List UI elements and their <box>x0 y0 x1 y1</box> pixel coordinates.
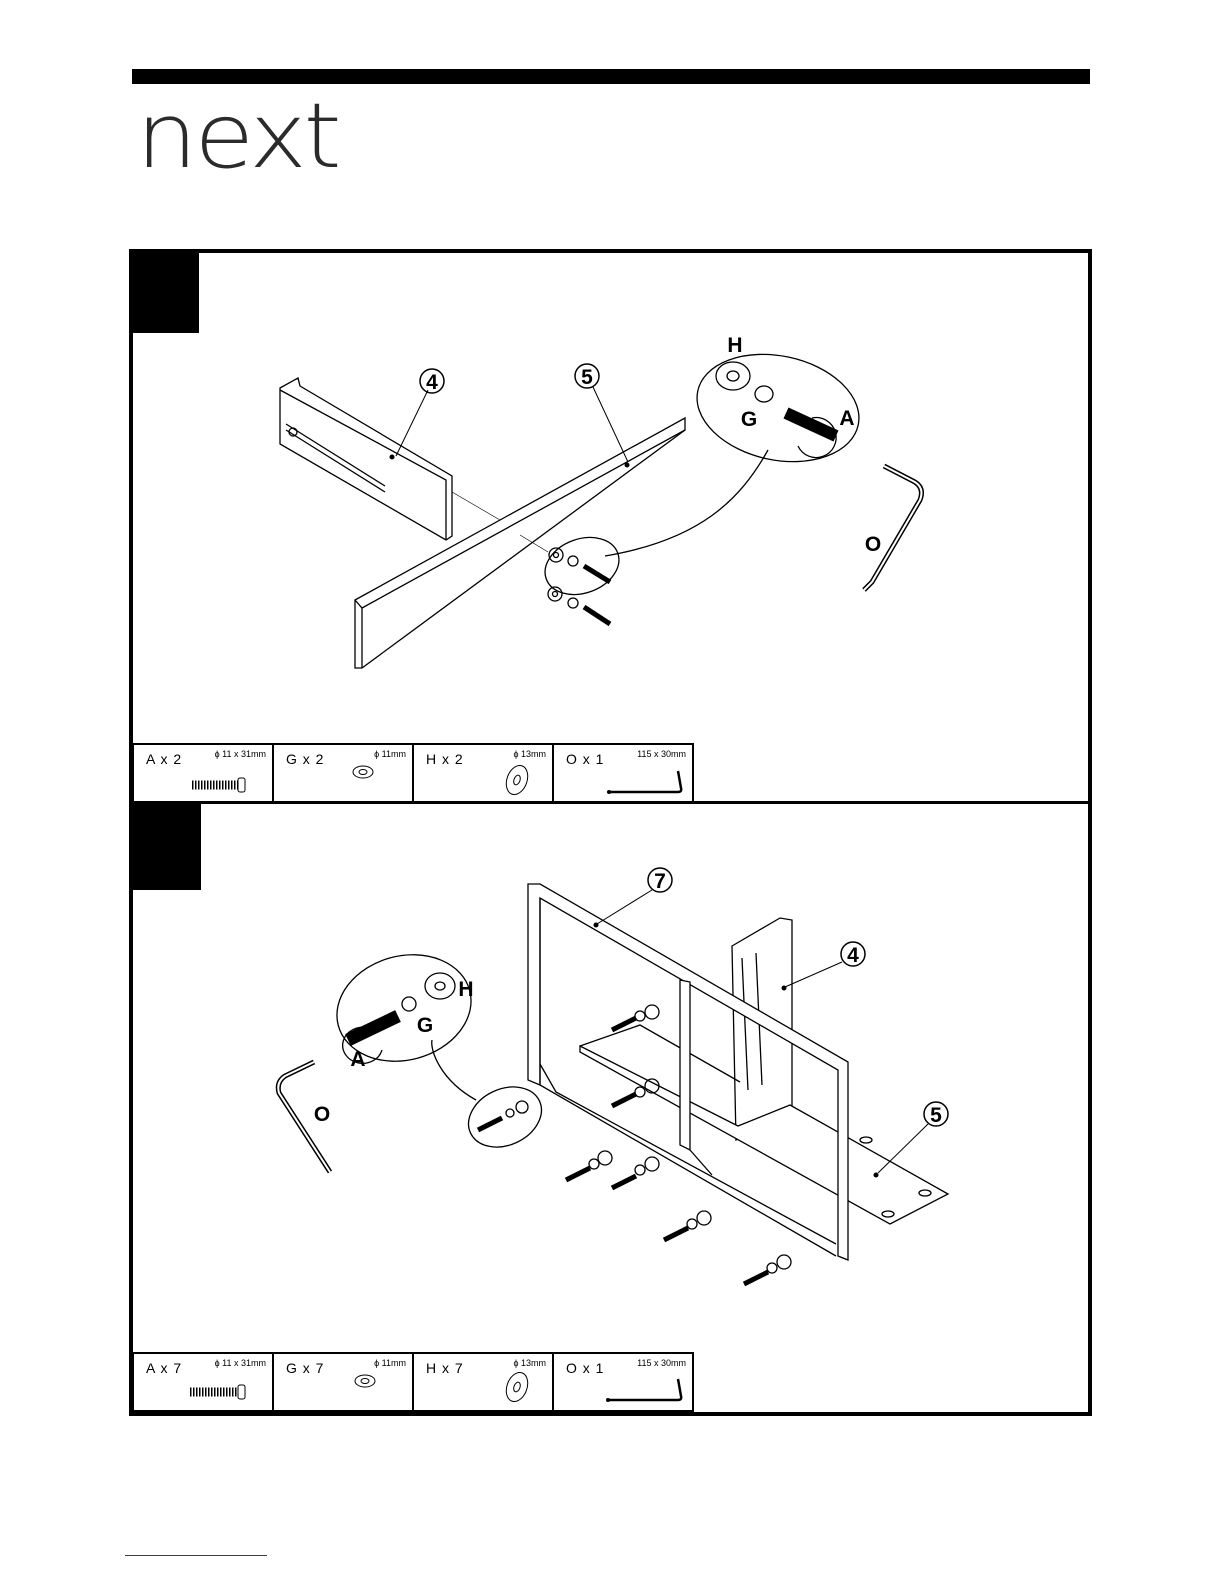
part-cell-a: A x 7 ϕ 11 x 31mm <box>134 1354 274 1410</box>
header-rule <box>132 69 1090 84</box>
callout-part-5: 5 <box>930 1104 942 1127</box>
part-cell-h: H x 7 ϕ 13mm <box>414 1354 554 1410</box>
bolt-icon <box>134 1354 272 1410</box>
label-washer-g: G <box>417 1014 433 1037</box>
label-screw-a: A <box>839 407 854 430</box>
callout-part-4: 4 <box>426 371 438 394</box>
brand-logo: next <box>136 92 338 182</box>
part-cell-o: O x 1 115 x 30mm <box>554 1354 692 1410</box>
spring-washer-icon <box>274 1354 412 1410</box>
spring-washer-icon <box>274 745 412 801</box>
part-cell-o: O x 1 115 x 30mm <box>554 745 692 801</box>
label-washer-g: G <box>741 408 757 431</box>
label-washer-h: H <box>727 334 742 357</box>
callout-part-7: 7 <box>654 870 666 893</box>
part-cell-g: G x 2 ϕ 11mm <box>274 745 414 801</box>
flat-washer-icon <box>414 1354 552 1410</box>
part-cell-a: A x 2 ϕ 11 x 31mm <box>134 745 274 801</box>
label-key-o: O <box>865 533 881 556</box>
step-2-diagram: 7 4 5 H G A O <box>133 806 1084 1351</box>
part-cell-g: G x 7 ϕ 11mm <box>274 1354 414 1410</box>
step-2-parts-list: A x 7 ϕ 11 x 31mm G x 7 ϕ 11mm H x 7 ϕ 1… <box>132 1352 694 1412</box>
allen-key-icon <box>554 1354 692 1410</box>
flat-washer-icon <box>414 745 552 801</box>
footer-link-underline <box>125 1555 267 1556</box>
callout-part-5: 5 <box>581 366 593 389</box>
label-key-o: O <box>314 1103 330 1126</box>
bolt-icon <box>134 745 272 801</box>
callout-part-4: 4 <box>847 944 859 967</box>
step-1-parts-list: A x 2 ϕ 11 x 31mm G x 2 ϕ 11mm H x 2 ϕ 1… <box>132 743 694 804</box>
step-1-diagram: 4 5 H G A O <box>133 253 1084 743</box>
label-washer-h: H <box>458 978 473 1001</box>
allen-key-icon <box>554 745 692 801</box>
part-cell-h: H x 2 ϕ 13mm <box>414 745 554 801</box>
label-screw-a: A <box>350 1048 365 1071</box>
